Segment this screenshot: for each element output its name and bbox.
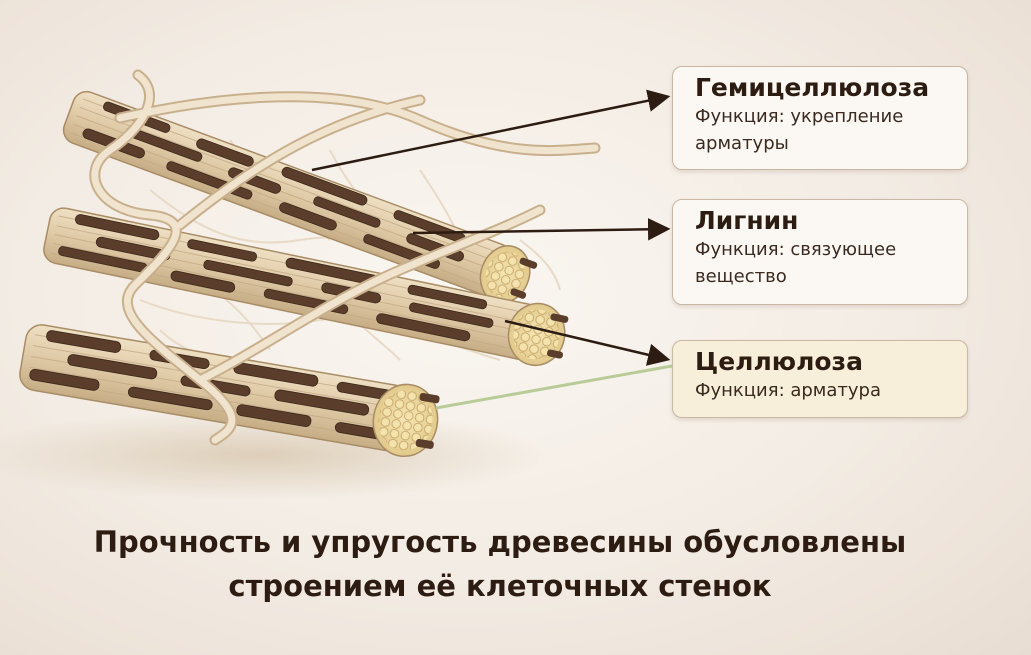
label-cellulose-title: Целлюлоза <box>695 347 863 376</box>
arrow-icon <box>504 319 671 366</box>
caption-line-2: строением её клеточных стенок <box>228 569 772 603</box>
label-lignin-desc: Функция: связующее вещество <box>695 239 897 287</box>
caption-line-1: Прочность и упругость древесины обусловл… <box>93 525 907 559</box>
pointer-arrows <box>311 89 673 410</box>
label-cellulose: Целлюлоза Функция: арматура <box>672 340 968 418</box>
label-cellulose-desc: Функция: арматура <box>695 380 882 401</box>
label-lignin-title: Лигнин <box>695 206 799 235</box>
label-hemicellulose-desc: Функция: укрепление арматуры <box>695 106 904 154</box>
caption: Прочность и упругость древесины обусловл… <box>0 520 1000 608</box>
label-hemicellulose-title: Гемицеллюлоза <box>695 73 930 102</box>
arrow-icon <box>311 89 671 172</box>
label-lignin: Лигнин Функция: связующее вещество <box>672 199 968 305</box>
arrow-icon <box>412 218 671 241</box>
label-hemicellulose: Гемицеллюлоза Функция: укрепление армату… <box>672 66 968 170</box>
hemicellulose-ribbons <box>89 69 601 446</box>
cellulose-connector-line <box>435 364 673 410</box>
